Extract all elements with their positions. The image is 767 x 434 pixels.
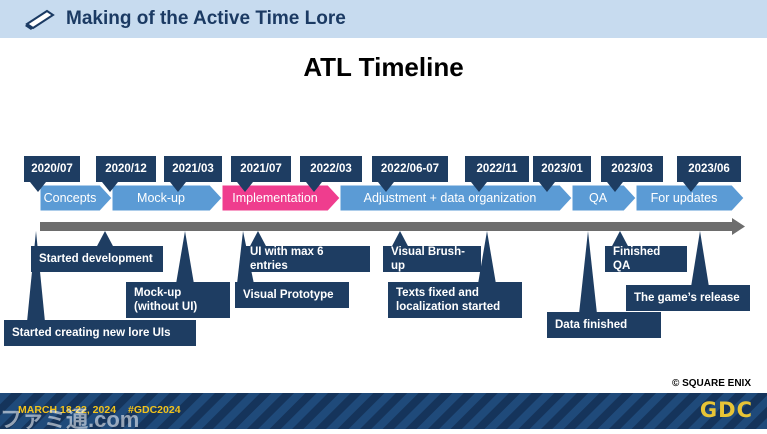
- milestone-note-text: Started creating new lore UIs: [12, 327, 171, 339]
- note-callout-pointer: [691, 231, 709, 287]
- date-callout-pointer: [683, 182, 699, 192]
- date-callout-pointer: [378, 182, 394, 192]
- note-callout-pointer: [579, 231, 597, 314]
- note-callout-pointer: [27, 231, 45, 322]
- note-callout-pointer: [176, 231, 194, 284]
- milestone-note: Mock-up (without UI): [126, 282, 230, 318]
- date-callout-pointer: [102, 182, 118, 192]
- phase-label: Implementation: [232, 191, 318, 205]
- note-callout-pointer: [96, 231, 114, 248]
- timeline-axis: [40, 222, 734, 231]
- ribbon-icon: [25, 9, 55, 30]
- date-label: 2022/06-07: [372, 156, 448, 182]
- footer-stripes: [0, 393, 767, 429]
- date-label: 2023/03: [601, 156, 663, 182]
- milestone-note-text: Data finished: [555, 319, 628, 331]
- footer-event-dates: MARCH 18-22, 2024: [18, 404, 117, 416]
- date-label: 2021/03: [164, 156, 222, 182]
- phase-label: Mock-up: [137, 191, 185, 205]
- date-label: 2020/12: [96, 156, 156, 182]
- milestone-note: Started creating new lore UIs: [4, 320, 196, 346]
- milestone-note-text: Texts fixed and localization started: [396, 287, 501, 313]
- note-callout-pointer: [478, 231, 496, 284]
- phase-label: Concepts: [43, 191, 97, 205]
- date-label: 2022/11: [465, 156, 529, 182]
- footer-hashtag: #GDC2024: [128, 404, 181, 416]
- milestone-note: Finished QA: [605, 246, 687, 272]
- phase-arrow: [339, 184, 573, 212]
- milestone-note: Visual Brush-up: [383, 246, 481, 272]
- milestone-note: The game’s release: [626, 285, 750, 311]
- date-label: 2023/01: [533, 156, 591, 182]
- milestone-note-text: Finished QA: [613, 246, 661, 272]
- date-callout-pointer: [237, 182, 253, 192]
- date-callout-pointer: [306, 182, 322, 192]
- phase-arrow: [635, 184, 745, 212]
- milestone-note-text: Visual Prototype: [243, 289, 334, 301]
- date-label: 2022/03: [300, 156, 362, 182]
- milestone-note: Data finished: [547, 312, 661, 338]
- date-label: 2021/07: [231, 156, 291, 182]
- note-callout-pointer: [249, 231, 267, 248]
- milestone-note: Visual Prototype: [235, 282, 349, 308]
- date-callout-pointer: [471, 182, 487, 192]
- slide-header-title: Making of the Active Time Lore: [66, 8, 346, 29]
- date-callout-pointer: [607, 182, 623, 192]
- note-callout-pointer: [391, 231, 409, 248]
- phase-label: Adjustment + data organization: [363, 191, 537, 205]
- footer-bar: MARCH 18-22, 2024 #GDC2024 GDC: [0, 393, 767, 429]
- phase-label: For updates: [650, 191, 718, 205]
- page-title: ATL Timeline: [303, 52, 464, 82]
- milestone-note-text: The game’s release: [634, 292, 740, 304]
- watermark-logo: ファミ通.com: [0, 407, 140, 432]
- phase-arrow: [111, 184, 223, 212]
- date-callout-pointer: [30, 182, 46, 192]
- milestone-note-text: Mock-up (without UI): [134, 287, 198, 313]
- milestone-note-text: UI with max 6 entries: [250, 246, 324, 272]
- phase-label: QA: [588, 191, 608, 205]
- date-label: 2020/07: [24, 156, 80, 182]
- date-callout-pointer: [539, 182, 555, 192]
- date-callout-pointer: [170, 182, 186, 192]
- milestone-note: Started development: [31, 246, 163, 272]
- copyright-text: © SQUARE ENIX: [671, 378, 751, 389]
- milestone-note: UI with max 6 entries: [242, 246, 370, 272]
- slide-header: Making of the Active Time Lore: [0, 0, 767, 38]
- timeline-axis-arrowhead: [732, 218, 745, 235]
- milestone-note: Texts fixed and localization started: [388, 282, 522, 318]
- date-label: 2023/06: [677, 156, 741, 182]
- timeline-graphic: [27, 182, 745, 322]
- milestone-note-text: Started development: [39, 253, 153, 265]
- phase-arrow: [39, 184, 113, 212]
- note-callout-pointer: [611, 231, 629, 248]
- milestone-note-text: Visual Brush-up: [391, 246, 465, 272]
- gdc-logo: GDC: [699, 398, 753, 422]
